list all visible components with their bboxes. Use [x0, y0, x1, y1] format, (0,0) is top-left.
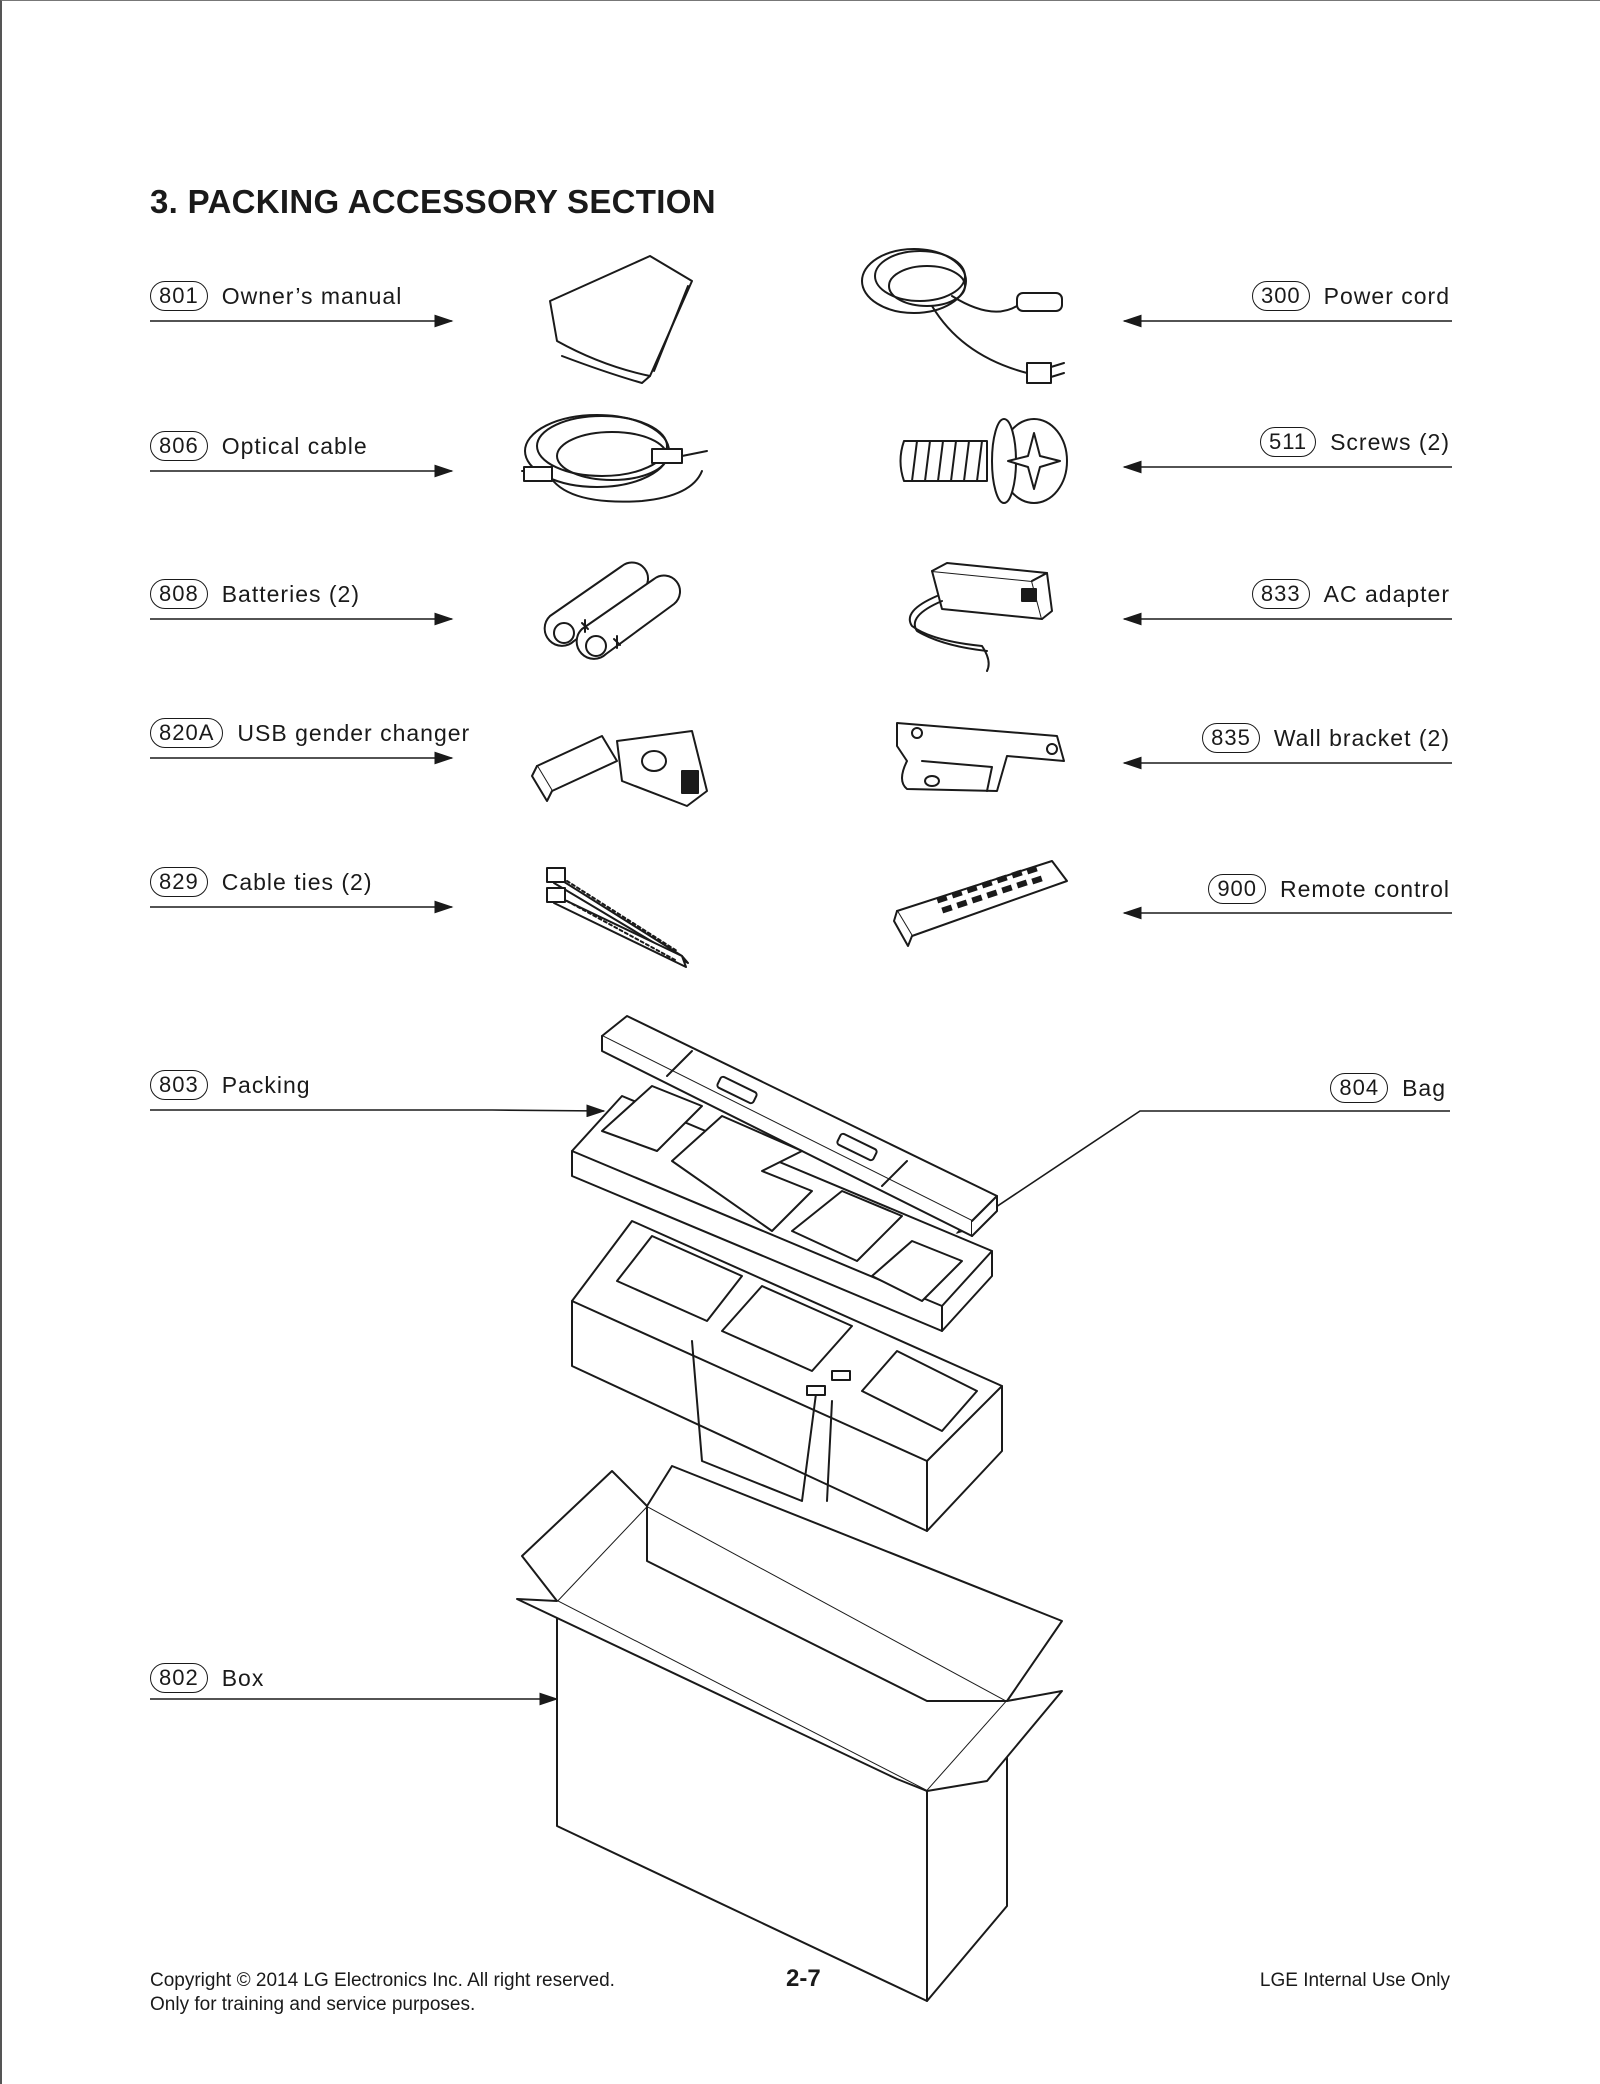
footer-copyright: Copyright © 2014 LG Electronics Inc. All…	[150, 1969, 615, 2017]
part-label-owners-manual: 801 Owner’s manual	[150, 279, 402, 313]
part-name: Cable ties (2)	[221, 868, 373, 895]
part-name: AC adapter	[1323, 580, 1450, 607]
power-cord-icon	[861, 248, 1065, 384]
part-number: 300	[1251, 281, 1310, 311]
part-label-usb-gender-changer: 820A USB gender changer	[150, 716, 470, 750]
part-label-cable-ties: 829 Cable ties (2)	[150, 865, 373, 899]
optical-cable-icon	[521, 414, 708, 503]
part-number: 803	[150, 1070, 208, 1100]
part-name: Power cord	[1323, 282, 1450, 309]
cable-ties-icon	[546, 867, 689, 968]
part-number: 829	[150, 867, 208, 897]
part-number: 802	[150, 1663, 208, 1693]
part-label-bag: 804 Bag	[1330, 1071, 1446, 1105]
part-label-batteries: 808 Batteries (2)	[150, 577, 360, 611]
part-label-wall-bracket: 835 Wall bracket (2)	[1202, 721, 1450, 755]
batteries-icon	[543, 561, 681, 660]
part-label-remote-control: 900 Remote control	[1208, 872, 1450, 906]
remote-control-icon	[893, 860, 1068, 947]
part-number: 835	[1202, 723, 1260, 753]
part-number: 820A	[150, 718, 224, 748]
part-name: Screws (2)	[1330, 428, 1450, 455]
screw-icon	[899, 418, 1068, 504]
manual-icon	[549, 255, 693, 384]
part-name: Box	[221, 1664, 265, 1691]
part-number: 808	[150, 579, 208, 609]
internal-use-note: LGE Internal Use Only	[1259, 1970, 1450, 1991]
usage-line: Only for training and service purposes.	[150, 1994, 476, 2015]
copyright-line: Copyright © 2014 LG Electronics Inc. All…	[150, 1970, 615, 1991]
part-number: 806	[150, 431, 208, 461]
part-name: Packing	[221, 1071, 311, 1098]
part-label-ac-adapter: 833 AC adapter	[1251, 577, 1450, 611]
leader-lines	[150, 314, 1452, 1706]
part-name: Batteries (2)	[221, 580, 360, 607]
ac-adapter-icon	[908, 562, 1053, 672]
part-label-screws: 511 Screws (2)	[1260, 425, 1450, 459]
part-name: Optical cable	[221, 432, 368, 459]
part-number: 511	[1260, 427, 1317, 457]
part-label-box: 802 Box	[150, 1661, 264, 1695]
part-label-optical-cable: 806 Optical cable	[150, 429, 368, 463]
packing-icon	[571, 1085, 1003, 1532]
leader-arrow-803	[150, 1104, 606, 1118]
section-title: 3. PACKING ACCESSORY SECTION	[150, 183, 716, 220]
page-number: 2-7	[786, 1965, 821, 1992]
part-label-power-cord: 300 Power cord	[1251, 279, 1450, 313]
bag-icon	[601, 1015, 998, 1237]
wall-bracket-icon	[896, 722, 1065, 792]
leader-arrow-804	[955, 1110, 1450, 1234]
usb-gender-changer-icon	[531, 730, 708, 807]
part-name: Remote control	[1280, 875, 1450, 902]
part-number: 801	[150, 281, 208, 311]
part-name: Wall bracket (2)	[1273, 724, 1450, 751]
part-name: Owner’s manual	[221, 282, 403, 309]
box-icon	[516, 1465, 1063, 2002]
part-number: 833	[1251, 579, 1310, 609]
part-name: USB gender changer	[237, 719, 471, 746]
part-number: 804	[1330, 1073, 1389, 1103]
part-label-packing: 803 Packing	[150, 1068, 311, 1102]
part-number: 900	[1208, 874, 1267, 904]
part-name: Bag	[1402, 1074, 1446, 1101]
